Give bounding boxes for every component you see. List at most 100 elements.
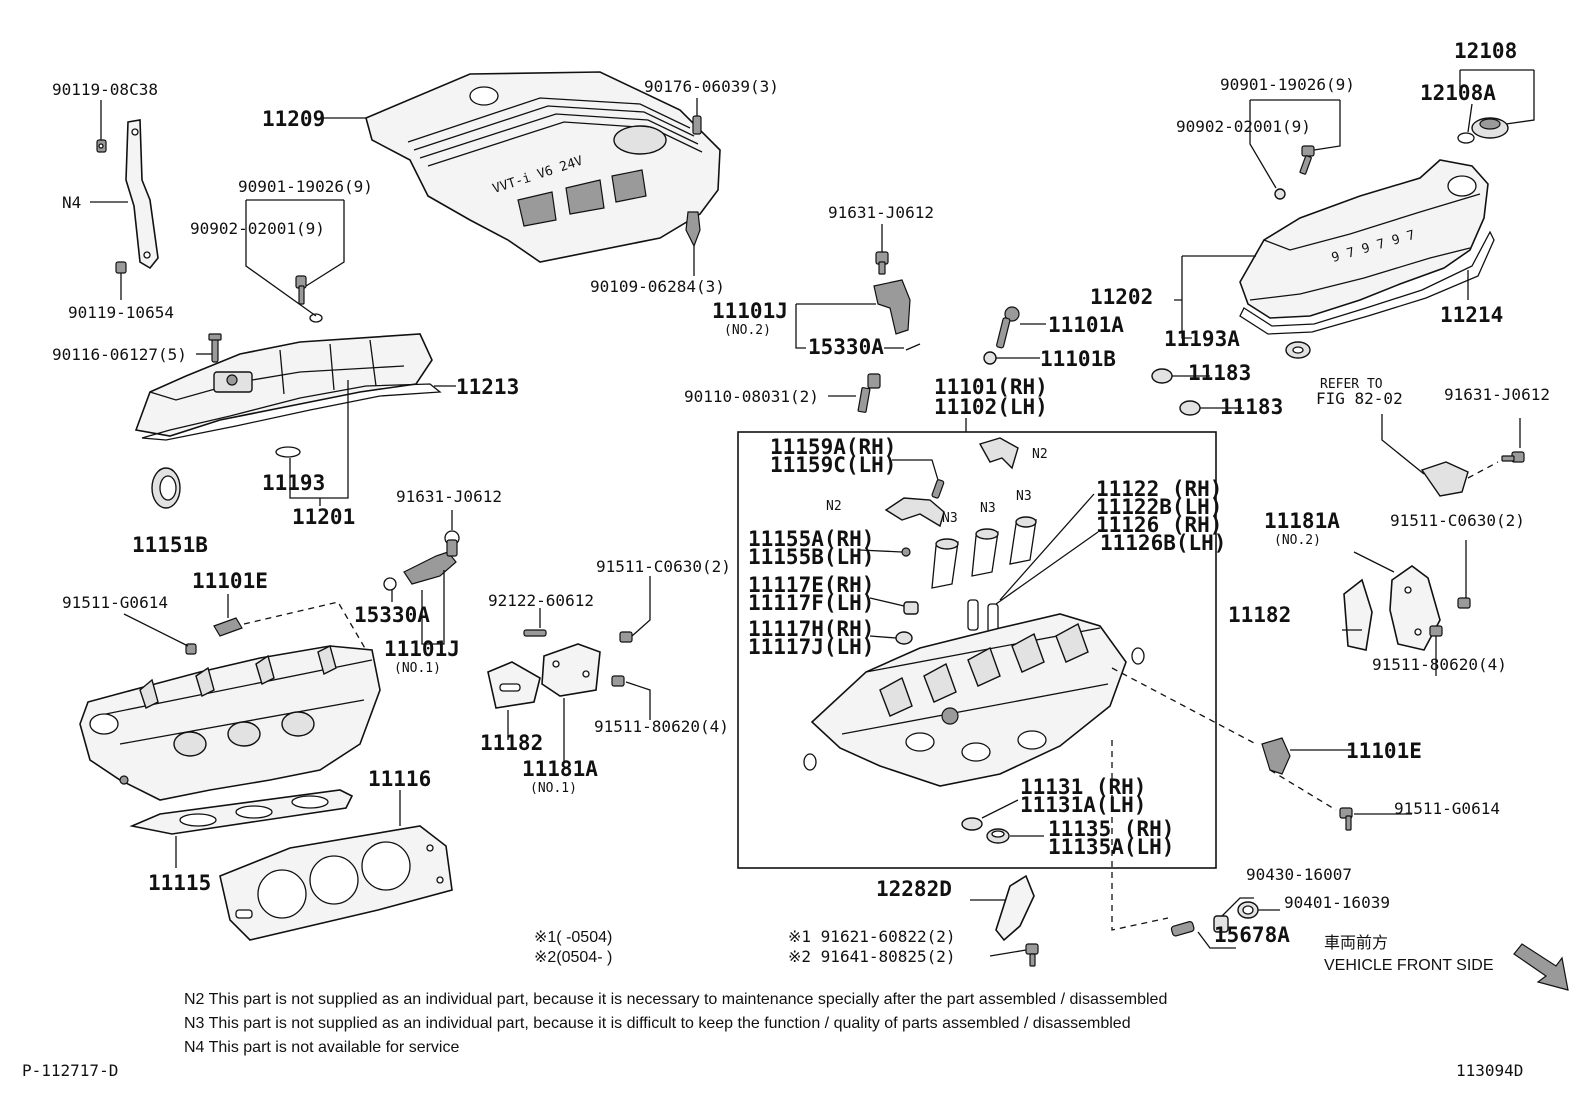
label-91641-80825: ※2 91641-80825(2) — [788, 947, 956, 966]
label-n3-a: N3 — [942, 511, 958, 526]
footnotes: N2 This part is not supplied as an indiv… — [22, 991, 1523, 1080]
bracket-11181A-no1 — [541, 643, 601, 697]
guide-11122-11126 — [967, 599, 999, 633]
sensor-11101E-lh — [213, 617, 243, 637]
pin-11155 — [901, 547, 911, 557]
label-11117H: 11117H(RH) — [748, 617, 874, 641]
bolt-91631-J0612-center — [875, 251, 889, 275]
seal-12108 — [1457, 132, 1475, 144]
label-90110-08031: 90110-08031(2) — [684, 387, 819, 406]
label-11155A: 11155A(RH) — [748, 527, 874, 551]
plate-11182-right — [1343, 578, 1373, 651]
label-90116-06127: 90116-06127(5) — [52, 345, 187, 364]
label-11159A: 11159A(RH) — [770, 435, 896, 459]
label-no2-b: (NO.2) — [1274, 533, 1321, 548]
label-90109-06284: 90109-06284(3) — [590, 277, 725, 296]
label-11131A: 11131A(LH) — [1020, 793, 1146, 817]
cylinder-head-cover-rh: 9 7 9 7 9 7 — [1239, 159, 1489, 319]
label-11201: 11201 — [292, 505, 355, 529]
bolt-91511-G0614-rh — [1339, 807, 1353, 831]
label-11101-rh: 11101(RH) — [934, 375, 1048, 399]
part-labels: 90119-08C38 N4 90119-10654 11209 90176-0… — [52, 39, 1550, 974]
bolt-91631-J0612-right — [1501, 451, 1525, 463]
label-11182-rh: 11182 — [1228, 603, 1291, 627]
ref-left: P-112717-D — [22, 1061, 118, 1080]
seal-11193A — [1285, 341, 1311, 359]
label-no1-b: (NO.1) — [530, 781, 577, 796]
label-11131: 11131 (RH) — [1020, 775, 1146, 799]
label-11181A-no1: 11181A — [522, 757, 598, 781]
plug-right — [1131, 647, 1145, 665]
label-90119-08C38: 90119-08C38 — [52, 80, 158, 99]
label-11193A: 11193A — [1164, 327, 1240, 351]
sleeve-n3-a — [931, 538, 959, 589]
label-11183-a: 11183 — [1188, 361, 1251, 385]
label-11181A-no2: 11181A — [1264, 509, 1340, 533]
footnote-n3: N3 This part is not supplied as an indiv… — [184, 1015, 1131, 1032]
washer-90902-02001-rh — [1274, 188, 1286, 200]
label-11202: 11202 — [1090, 285, 1153, 309]
plug-left — [803, 753, 817, 771]
bolt-11101A — [996, 306, 1020, 349]
plug-11131 — [961, 817, 983, 831]
label-11126: 11126 (RH) — [1096, 513, 1222, 537]
label-vehicle-front: VEHICLE FRONT SIDE — [1324, 957, 1494, 974]
bolt-90119-08C38 — [96, 139, 107, 153]
label-11193: 11193 — [262, 471, 325, 495]
bolt-90901-19026-rh — [1299, 145, 1315, 175]
bolt-91511-80620-mid — [611, 675, 625, 687]
bolt-90110-08031 — [857, 373, 881, 413]
sleeve-n3-c — [1009, 516, 1037, 565]
gasket-11213 — [141, 383, 442, 441]
bearing-cap-n2-top — [978, 437, 1019, 470]
sensor-11101E-rh — [1261, 737, 1291, 775]
bolt-91511-G0614-lh — [185, 643, 197, 655]
plate-12282D — [995, 874, 1035, 942]
bolt-91621-91641 — [1025, 943, 1039, 967]
ref-right: 113094D — [1456, 1061, 1523, 1080]
label-91631-J0612-lh: 91631-J0612 — [396, 487, 502, 506]
sleeve-n3-b — [971, 528, 999, 577]
plug-11183-a — [1151, 368, 1173, 384]
label-91621-60822: ※1 91621-60822(2) — [788, 927, 956, 946]
bracket-n4 — [125, 119, 159, 270]
label-12108A: 12108A — [1420, 81, 1496, 105]
label-no1-a: (NO.1) — [394, 661, 441, 676]
plug-11183-b — [1179, 400, 1201, 416]
o-ring-15330A-center — [905, 343, 921, 351]
label-12282D: 12282D — [876, 877, 952, 901]
label-91511-C0630-rh: 91511-C0630(2) — [1390, 511, 1525, 530]
label-91631-J0612-rh: 91631-J0612 — [1444, 385, 1550, 404]
label-90901-19026-lh: 90901-19026(9) — [238, 177, 373, 196]
grommet-90109-06284 — [685, 211, 701, 248]
label-11209: 11209 — [262, 107, 325, 131]
label-90430-16007: 90430-16007 — [1246, 865, 1352, 884]
label-fig-82-02: FIG 82-02 — [1316, 389, 1403, 408]
label-15678A: 15678A — [1214, 923, 1290, 947]
guide-11159 — [931, 479, 945, 499]
cylinder-head-lh — [79, 644, 381, 801]
label-91511-G0614-lh: 91511-G0614 — [62, 593, 168, 612]
label-n2-a: N2 — [1032, 447, 1048, 462]
label-90119-10654: 90119-10654 — [68, 303, 174, 322]
label-11101J-no1: 11101J — [384, 637, 460, 661]
bracket-11181A-no2 — [1389, 565, 1441, 651]
bracket-fig-82-02 — [1420, 461, 1469, 497]
plug-11117EF — [903, 601, 919, 615]
plate-11182-mid — [487, 661, 541, 709]
label-91511-G0614-rh: 91511-G0614 — [1394, 799, 1500, 818]
label-range-2: ※2(0504- ) — [534, 949, 612, 966]
stud-92122-60612 — [523, 629, 547, 637]
label-11135: 11135 (RH) — [1048, 817, 1174, 841]
label-11102-lh: 11102(LH) — [934, 395, 1048, 419]
oil-cap-12108A — [1471, 117, 1509, 139]
bolt-91511-C0630-mid — [619, 631, 633, 643]
label-11101B: 11101B — [1040, 347, 1116, 371]
label-11122: 11122 (RH) — [1096, 477, 1222, 501]
label-11101E-lh: 11101E — [192, 569, 268, 593]
stud-90176-06039 — [692, 115, 702, 135]
label-11126B: 11126B(LH) — [1100, 531, 1226, 555]
label-15330A-center: 15330A — [808, 335, 884, 359]
label-11101J-no2: 11101J — [712, 299, 788, 323]
